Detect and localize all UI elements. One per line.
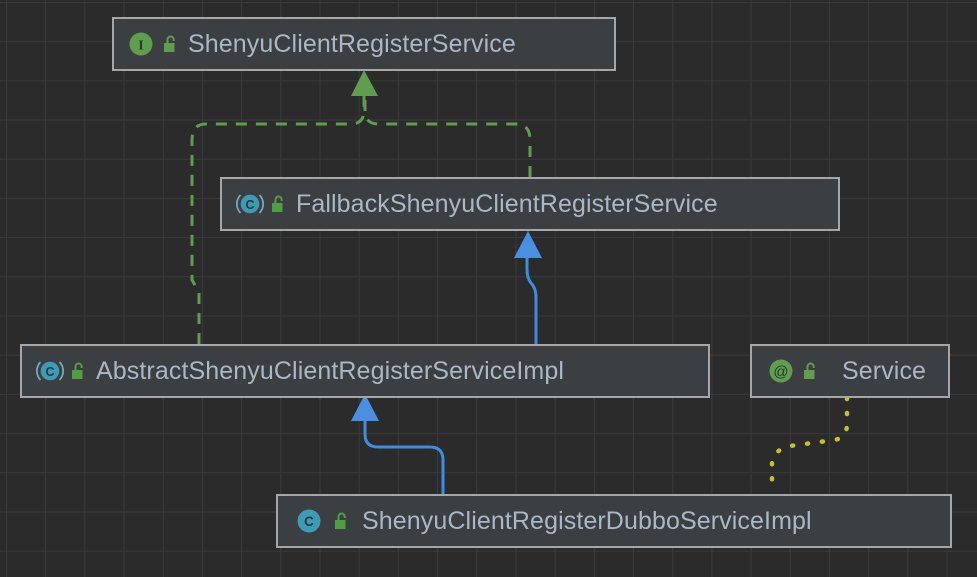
svg-text:C: C (45, 365, 54, 379)
edge-impl-to-fallback-arrowhead (514, 231, 542, 258)
node-label: AbstractShenyuClientRegisterServiceImpl (96, 356, 564, 385)
svg-text:I: I (138, 39, 143, 54)
interface-icon: I (128, 31, 154, 57)
unlocked-padlock-icon (70, 362, 87, 381)
edge-implements-arrowhead (351, 70, 378, 96)
edge-dubbo-to-abstract-arrowhead (351, 394, 379, 421)
svg-text:C: C (304, 514, 314, 529)
edge-fallback-to-interface-line (363, 92, 532, 177)
annotation-icon: @ (768, 358, 794, 384)
node-shenyu-client-register-service[interactable]: I ShenyuClientRegisterService (112, 17, 616, 71)
node-shenyu-client-register-dubbo-service-impl[interactable]: C ShenyuClientRegisterDubboServiceImpl (276, 494, 952, 548)
unlocked-padlock-icon (802, 362, 819, 381)
svg-text:@: @ (773, 364, 788, 381)
edge-dubbo-to-abstract-group (351, 394, 445, 494)
abstract-class-icon: C (236, 191, 264, 217)
node-label: Service (842, 356, 927, 385)
edge-dubbo-to-abstract-line (363, 420, 445, 494)
unlocked-padlock-icon (162, 35, 179, 54)
node-label: ShenyuClientRegisterService (188, 29, 516, 58)
svg-text:C: C (245, 198, 254, 212)
abstract-class-icon: C (36, 358, 64, 384)
node-label: ShenyuClientRegisterDubboServiceImpl (362, 506, 812, 535)
edge-impl-to-fallback-group (514, 231, 542, 344)
node-label: FallbackShenyuClientRegisterService (296, 189, 718, 218)
node-abstract-shenyu-client-register-service-impl[interactable]: C AbstractShenyuClientRegisterServiceImp… (20, 344, 710, 398)
edge-impl-to-fallback-line (525, 256, 538, 344)
node-service[interactable]: @ Service (750, 344, 950, 398)
unlocked-padlock-icon (333, 512, 350, 531)
node-fallback-shenyu-client-register-service[interactable]: C FallbackShenyuClientRegisterService (220, 177, 840, 231)
class-icon: C (296, 508, 322, 534)
unlocked-padlock-icon (270, 195, 287, 214)
edge-dubbo-to-service-group (769, 395, 850, 487)
edge-dubbo-to-service-line (769, 395, 850, 487)
